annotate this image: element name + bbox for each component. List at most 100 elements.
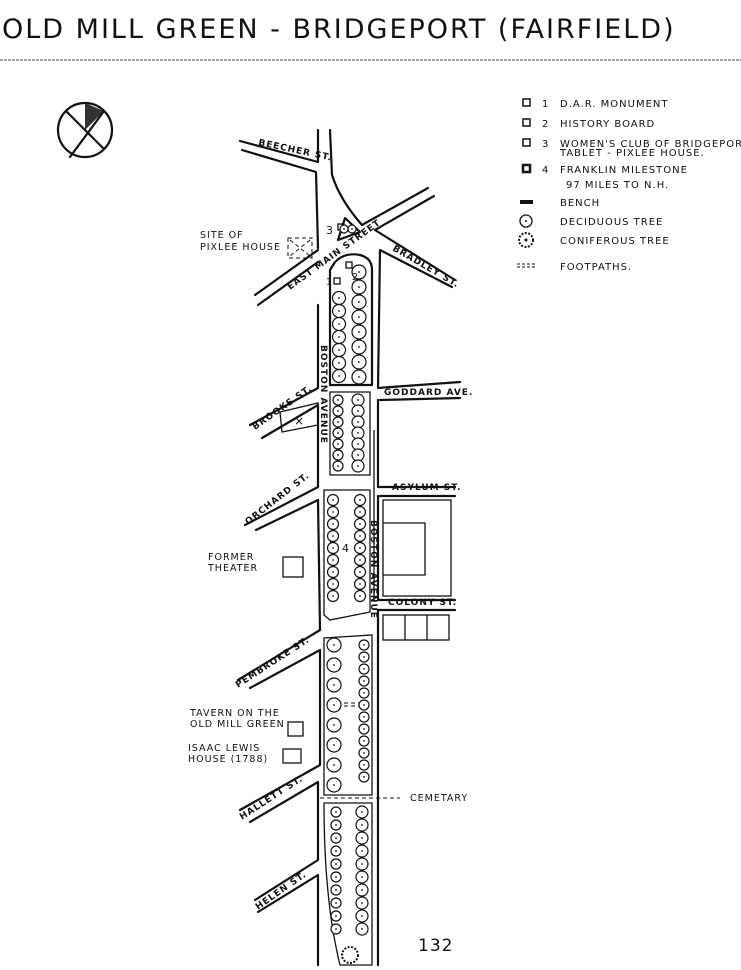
deciduous-tree-icon (326, 565, 340, 579)
deciduous-tree-icon (358, 699, 370, 711)
cemetery-label: CEMETARY (410, 793, 468, 804)
trees (326, 224, 370, 964)
legend-label: WOMEN'S CLUB OF BRIDGEPORT (560, 139, 741, 150)
deciduous-tree-icon (330, 897, 342, 909)
deciduous-tree-icon (351, 324, 367, 340)
legend-number: 1 (542, 99, 549, 110)
deciduous-tree-icon (355, 831, 369, 845)
deciduous-tree-icon (355, 818, 369, 832)
deciduous-tree-icon (330, 819, 342, 831)
legend-label: FRANKLIN MILESTONE (560, 165, 688, 176)
deciduous-tree-icon (351, 426, 365, 440)
legend-item: FOOTPATHS. (517, 262, 631, 273)
tavern-label-2: OLD MILL GREEN (190, 719, 285, 730)
boston-ave-right-label: BOSTON AVENUE (368, 520, 378, 619)
tavern-label-1: TAVERN ON THE (189, 708, 280, 719)
deciduous-tree-icon (330, 923, 342, 935)
marker-3: 3 (326, 224, 334, 237)
deciduous-tree-icon (351, 354, 367, 370)
deciduous-tree-icon (326, 505, 340, 519)
square-icon (522, 98, 531, 107)
deciduous-tree-icon (326, 657, 342, 673)
deciduous-tree-icon (353, 589, 367, 603)
deciduous-tree-icon (330, 910, 342, 922)
colony-st-label: COLONY ST. (388, 598, 457, 608)
square-bold-icon (521, 163, 532, 174)
coniferous-tree-icon (518, 232, 534, 248)
deciduous-tree-icon (326, 737, 342, 753)
deciduous-tree-icon (351, 309, 367, 325)
deciduous-tree-icon (358, 639, 370, 651)
deciduous-tree-icon (332, 405, 344, 417)
pembroke-st-label: PEMBROKE ST. (234, 635, 312, 690)
deciduous-tree-icon (353, 577, 367, 591)
beecher-st-label: BEECHER ST. (257, 138, 333, 163)
deciduous-tree-icon (332, 449, 344, 461)
streets (236, 128, 462, 967)
marker-1-square (333, 277, 341, 285)
deciduous-tree-icon (331, 290, 347, 306)
deciduous-tree-icon (355, 896, 369, 910)
deciduous-tree-icon (326, 717, 342, 733)
map-title: OLD MILL GREEN - BRIDGEPORT (FAIRFIELD) (2, 14, 676, 45)
deciduous-tree-icon (351, 415, 365, 429)
deciduous-tree-icon (332, 460, 344, 472)
deciduous-tree-icon (332, 394, 344, 406)
deciduous-tree-icon (358, 747, 370, 759)
deciduous-tree-icon (331, 355, 347, 371)
deciduous-tree-icon (326, 589, 340, 603)
deciduous-tree-icon (331, 368, 347, 384)
legend-number: 2 (542, 119, 549, 130)
legend-item: BENCH (520, 198, 599, 209)
theater-label-2: THEATER (207, 563, 258, 574)
deciduous-tree-icon (326, 553, 340, 567)
deciduous-tree-icon (355, 805, 369, 819)
deciduous-tree-icon (351, 448, 365, 462)
deciduous-tree-icon (331, 329, 347, 345)
deciduous-tree-icon (351, 437, 365, 451)
legend-number: 4 (542, 165, 549, 176)
deciduous-tree-icon (355, 909, 369, 923)
deciduous-tree-icon (326, 757, 342, 773)
deciduous-tree-icon (331, 316, 347, 332)
deciduous-tree-icon (326, 541, 340, 555)
deciduous-tree-icon (358, 759, 370, 771)
legend-number: 3 (542, 139, 549, 150)
asylum-block (382, 499, 452, 597)
deciduous-tree-icon (339, 224, 349, 234)
deciduous-tree-icon (358, 735, 370, 747)
isaac-label-1: ISAAC LEWIS (188, 743, 260, 754)
square-icon (522, 118, 531, 127)
page-number: 132 (418, 936, 453, 956)
deciduous-tree-icon (353, 493, 367, 507)
deciduous-tree-icon (326, 777, 342, 793)
deciduous-tree-icon (358, 711, 370, 723)
isaac-label-2: HOUSE (1788) (188, 754, 268, 765)
deciduous-tree-icon (326, 577, 340, 591)
helen-st-label: HELEN ST. (254, 870, 309, 913)
footpath-icon (517, 263, 537, 268)
deciduous-tree-icon (355, 857, 369, 871)
legend-label-2: TABLET - PIXLEE HOUSE. (559, 148, 705, 159)
deciduous-tree-icon (353, 529, 367, 543)
deciduous-tree-icon (332, 438, 344, 450)
bench-icon (520, 200, 533, 204)
legend-label: CONIFEROUS TREE (560, 236, 670, 247)
tavern-building (287, 721, 304, 737)
deciduous-tree-icon (358, 687, 370, 699)
colony-block (382, 614, 450, 641)
deciduous-tree-icon (347, 224, 357, 234)
legend-label: DECIDUOUS TREE (560, 217, 663, 228)
deciduous-tree-icon (351, 459, 365, 473)
legend-label: HISTORY BOARD (560, 119, 655, 130)
deciduous-tree-icon (355, 883, 369, 897)
marker-2-square (345, 261, 353, 269)
deciduous-tree-icon (353, 517, 367, 531)
deciduous-tree-icon (358, 675, 370, 687)
brooks-lot (279, 402, 319, 433)
hallett-st-label: HALLETT ST. (238, 774, 305, 822)
deciduous-tree-icon (326, 677, 342, 693)
